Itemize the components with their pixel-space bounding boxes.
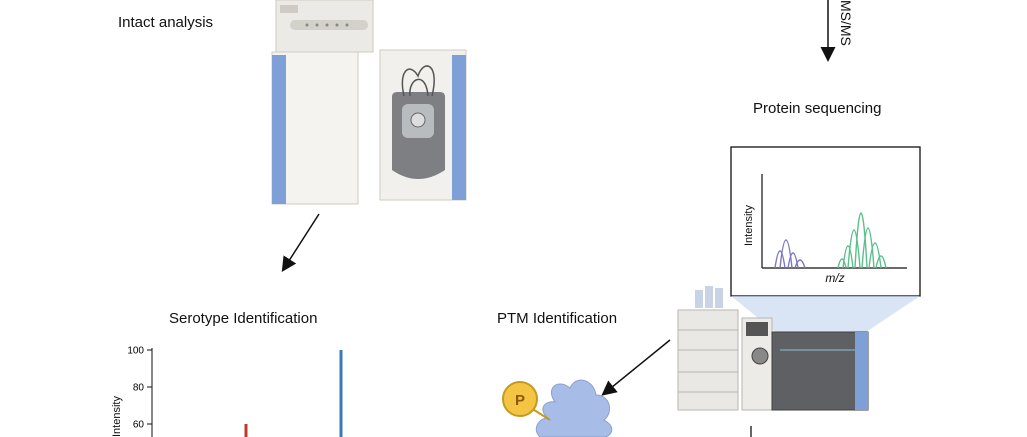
protein-sequencing-label: Protein sequencing [753, 100, 882, 117]
serotype-y-label: Intensity [111, 396, 123, 437]
intact-analysis-label: Intact analysis [118, 14, 214, 31]
spectrum-panel [730, 146, 921, 334]
serotype-tick-label: 80 [133, 383, 145, 394]
serotype-tick-label: 100 [127, 346, 144, 357]
green-peaks [837, 212, 887, 269]
arrow-to-ptm [601, 339, 671, 396]
ptm-identification-label: PTM Identification [497, 310, 618, 327]
serotype-tick-label: 60 [133, 420, 145, 431]
phosphorylated-protein-icon: P [502, 379, 613, 437]
purple-peaks [774, 239, 806, 269]
serotype-bar [339, 350, 343, 437]
mass-spectrometer-icon [271, 0, 467, 205]
serotype-identification-label: Serotype Identification [169, 310, 318, 327]
arrow-to-serotype [281, 213, 320, 273]
phospho-label: P [515, 392, 525, 409]
lc-ms-system-icon [677, 286, 869, 411]
spectrum-x-label: m/z [825, 271, 844, 285]
spectrum-y-label: Intensity [743, 205, 755, 246]
serotype-bar [244, 424, 248, 437]
serotype-chart: 100 80 60 Intensity [111, 346, 343, 437]
